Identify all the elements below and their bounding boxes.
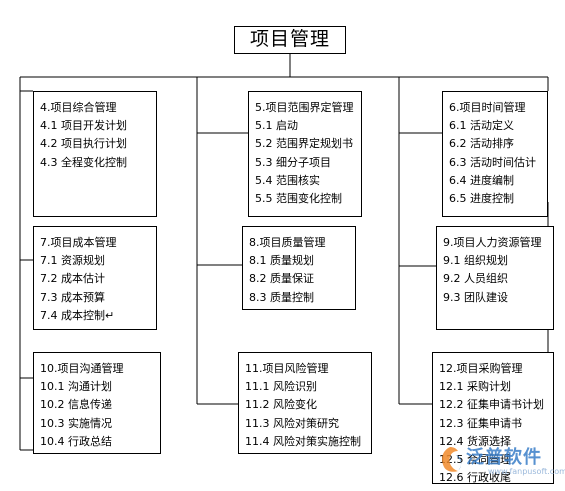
node-communication-management: 10.项目沟通管理 10.1 沟通计划 10.2 信息传递 10.3 实施情况 … [33, 352, 161, 454]
node-quality-management: 8.项目质量管理 8.1 质量规划 8.2 质量保证 8.3 质量控制 [242, 226, 356, 310]
node-heading: 4.项目综合管理 [40, 101, 117, 114]
node-procurement-management: 12.项目采购管理 12.1 采购计划 12.2 征集申请书计划 12.3 征集… [432, 352, 554, 484]
node-item: 8.1 质量规划 [249, 254, 314, 268]
node-item: 7.2 成本估计 [40, 272, 105, 286]
node-item: 12.4 货源选择 [439, 434, 511, 448]
node-item: 11.2 风险变化 [245, 398, 317, 412]
node-item: 12.1 采购计划 [439, 380, 511, 394]
node-heading: 6.项目时间管理 [449, 101, 526, 114]
node-scope-management: 5.项目范围界定管理 5.1 启动 5.2 范围界定规划书 5.3 细分子项目 … [248, 91, 362, 217]
node-item: 4.2 项目执行计划 [40, 137, 127, 151]
node-item: 5.5 范围变化控制 [255, 192, 342, 206]
watermark-logo-icon [442, 447, 462, 472]
node-item: 8.2 质量保证 [249, 272, 314, 286]
node-item: 12.6 行政收尾 [439, 471, 511, 484]
diagram-title: 项目管理 [234, 26, 346, 54]
node-item: 11.4 风险对策实施控制 [245, 434, 361, 448]
node-item: 10.4 行政总结 [40, 434, 112, 448]
node-risk-management: 11.项目风险管理 11.1 风险识别 11.2 风险变化 11.3 风险对策研… [238, 352, 372, 454]
node-item: 6.3 活动时间估计 [449, 155, 536, 169]
node-item: 5.2 范围界定规划书 [255, 137, 353, 151]
node-item: 5.3 细分子项目 [255, 155, 331, 169]
node-item: 4.1 项目开发计划 [40, 119, 127, 133]
node-heading: 12.项目采购管理 [439, 362, 523, 375]
node-heading: 9.项目人力资源管理 [443, 236, 542, 249]
node-heading: 8.项目质量管理 [249, 236, 326, 249]
node-time-management: 6.项目时间管理 6.1 活动定义 6.2 活动排序 6.3 活动时间估计 6.… [442, 91, 548, 217]
node-item: 9.3 团队建设 [443, 290, 508, 304]
node-item: 12.2 征集申请书计划 [439, 398, 544, 412]
node-item: 7.3 成本预算 [40, 290, 105, 304]
node-item: 6.2 活动排序 [449, 137, 514, 151]
node-item: 6.5 进度控制 [449, 192, 514, 206]
node-cost-management: 7.项目成本管理 7.1 资源规划 7.2 成本估计 7.3 成本预算 7.4 … [33, 226, 157, 330]
node-integration-management: 4.项目综合管理 4.1 项目开发计划 4.2 项目执行计划 4.3 全程变化控… [33, 91, 157, 217]
node-item: 11.3 风险对策研究 [245, 416, 339, 430]
node-heading: 10.项目沟通管理 [40, 362, 124, 375]
node-item: 5.4 范围核实 [255, 173, 320, 187]
watermark-name: 泛普软件 [466, 447, 542, 468]
node-item: 12.5 合同管理 [439, 453, 511, 467]
node-item: 6.4 进度编制 [449, 173, 514, 187]
node-item: 9.1 组织规划 [443, 254, 508, 268]
node-item: 12.3 征集申请书 [439, 416, 522, 430]
node-item: 11.1 风险识别 [245, 380, 317, 394]
node-item: 6.1 活动定义 [449, 119, 514, 133]
node-item: 10.3 实施情况 [40, 416, 112, 430]
node-item: 10.2 信息传递 [40, 398, 112, 412]
node-hr-management: 9.项目人力资源管理 9.1 组织规划 9.2 人员组织 9.3 团队建设 [436, 226, 554, 330]
watermark: 泛普软件 www.fanpusoft.com [436, 441, 565, 487]
node-item: 9.2 人员组织 [443, 272, 508, 286]
node-heading: 5.项目范围界定管理 [255, 101, 354, 114]
node-heading: 7.项目成本管理 [40, 236, 117, 249]
node-item: 10.1 沟通计划 [40, 380, 112, 394]
node-item: 7.1 资源规划 [40, 254, 105, 268]
watermark-url: www.fanpusoft.com [488, 467, 565, 476]
node-item: 8.3 质量控制 [249, 290, 314, 304]
node-item: 5.1 启动 [255, 119, 298, 133]
node-item: 7.4 成本控制↵ [40, 308, 115, 322]
node-item: 4.3 全程变化控制 [40, 155, 127, 169]
node-heading: 11.项目风险管理 [245, 362, 329, 375]
